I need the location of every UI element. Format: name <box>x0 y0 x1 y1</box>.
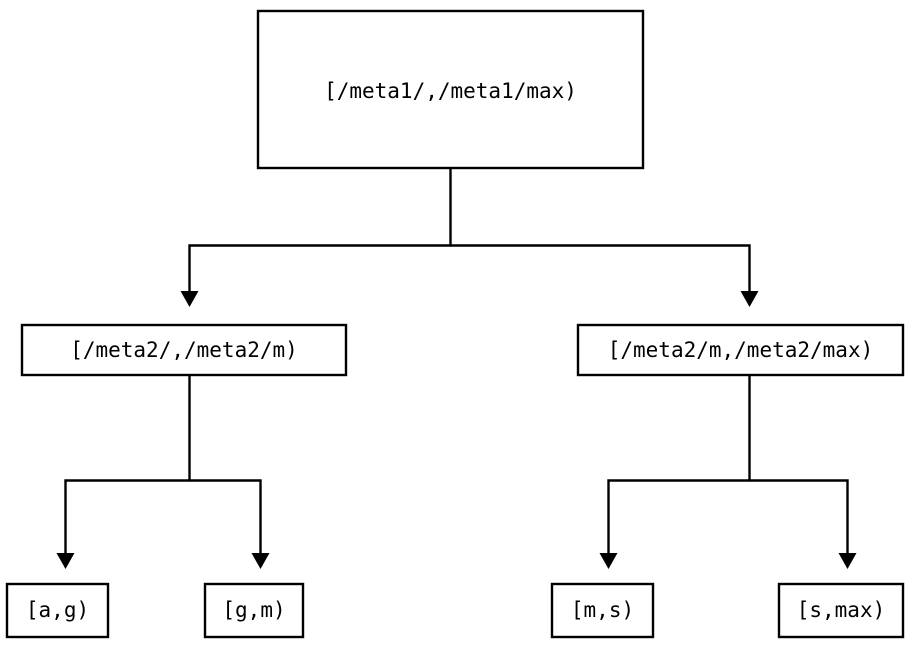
edge-mid-right-to-leaf-3 <box>599 375 751 569</box>
node-root[interactable]: [/meta1/,/meta1/max) <box>256 9 645 170</box>
node-mid-left-box <box>20 323 348 377</box>
edge-root-to-mid-right <box>450 244 759 307</box>
node-root-box <box>256 9 645 170</box>
arrowhead-icon <box>180 291 199 307</box>
node-leaf-1-box <box>5 582 110 639</box>
node-root-label: [/meta1/,/meta1/max) <box>324 79 577 103</box>
node-leaf-2-label: [g,m) <box>222 598 285 622</box>
node-leaf-4-label: [s,max) <box>797 598 886 622</box>
node-leaf-4[interactable]: [s,max) <box>777 582 905 639</box>
node-leaf-1-label: [a,g) <box>26 598 89 622</box>
edge-mid-left-to-leaf-2 <box>189 479 270 569</box>
node-leaf-2[interactable]: [g,m) <box>203 582 305 639</box>
arrowhead-icon <box>251 553 270 569</box>
node-mid-right-box <box>576 323 905 377</box>
arrowhead-icon <box>838 553 857 569</box>
node-leaf-3-label: [m,s) <box>571 598 634 622</box>
node-leaf-3[interactable]: [m,s) <box>550 582 655 639</box>
edge-mid-left-to-leaf-1 <box>56 375 191 569</box>
arrowhead-icon <box>740 291 759 307</box>
node-leaf-3-box <box>550 582 655 639</box>
node-mid-right[interactable]: [/meta2/m,/meta2/max) <box>576 323 905 377</box>
node-mid-right-label: [/meta2/m,/meta2/max) <box>608 338 874 362</box>
node-leaf-1[interactable]: [a,g) <box>5 582 110 639</box>
edge-mid-right-to-leaf-4 <box>749 479 857 569</box>
arrowhead-icon <box>599 553 618 569</box>
arrowhead-icon <box>56 553 75 569</box>
node-leaf-4-box <box>777 582 905 639</box>
edge-root-to-mid-left <box>180 168 452 307</box>
node-mid-left-label: [/meta2/,/meta2/m) <box>70 338 298 362</box>
node-leaf-2-box <box>203 582 305 639</box>
node-mid-left[interactable]: [/meta2/,/meta2/m) <box>20 323 348 377</box>
